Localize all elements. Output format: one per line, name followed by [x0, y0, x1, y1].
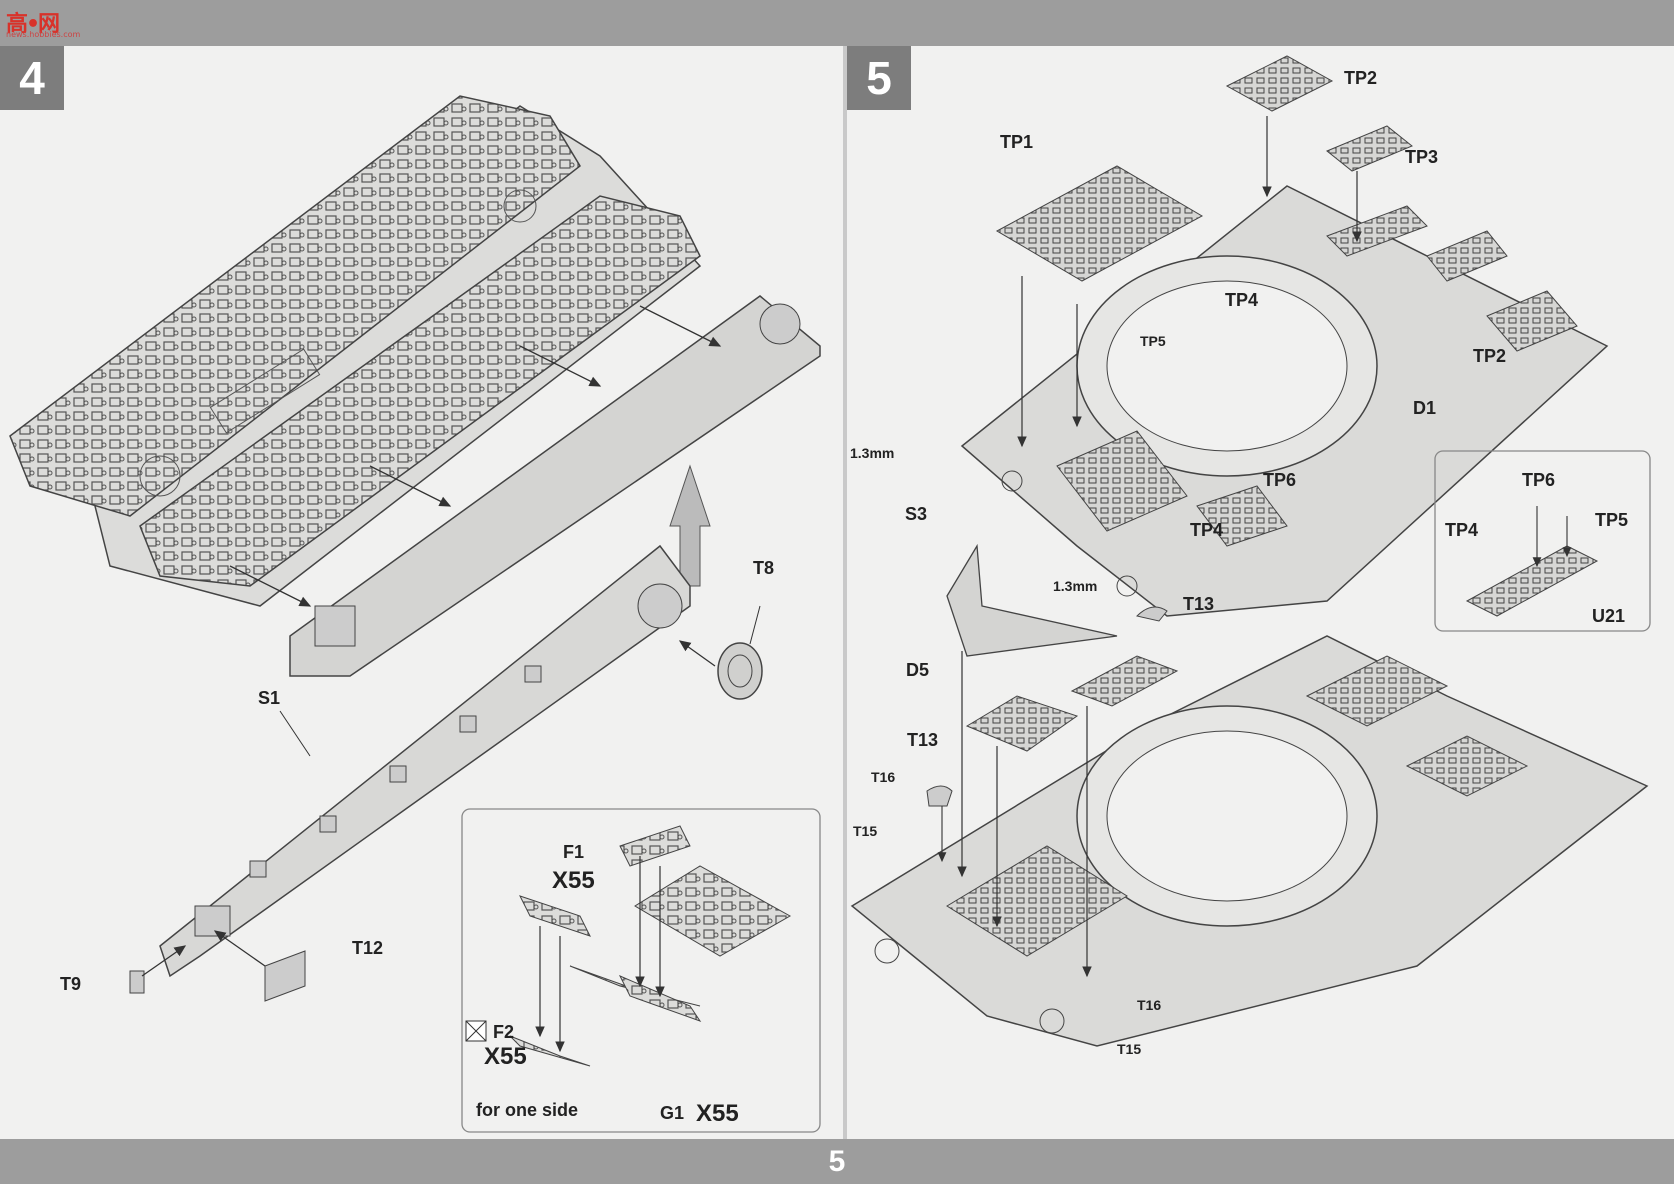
right-track: [139, 195, 701, 587]
label-f2: F2: [493, 1022, 514, 1042]
inset-label-tp6: TP6: [1522, 470, 1555, 490]
step-4-badge: 4: [0, 46, 64, 110]
label-g1-qty: X55: [696, 1100, 739, 1127]
label-t15-bottom: T15: [1117, 1041, 1141, 1057]
step-4-diagram: T8 S1 T12 T9: [9, 95, 821, 1133]
side-plate-s1: [159, 544, 691, 978]
step-5-diagram: TP1 TP2 TP3 TP4 TP5 TP2 D1 1.3mm TP6 TP4…: [850, 55, 1651, 1057]
page-number: 5: [828, 1144, 846, 1178]
label-t9: T9: [60, 974, 81, 994]
part-d5: [965, 695, 1079, 928]
label-t13-left: T13: [907, 730, 938, 750]
label-tp3: TP3: [1405, 147, 1438, 167]
track-link-inset: [461, 808, 821, 1133]
label-f2-qty: X55: [484, 1043, 527, 1070]
inset-note: for one side: [476, 1100, 578, 1120]
label-tp2-right: TP2: [1473, 346, 1506, 366]
photo-etch-tp1: [995, 165, 1204, 448]
label-drill-1: 1.3mm: [850, 445, 894, 461]
label-tp6: TP6: [1263, 470, 1296, 490]
part-t8: [678, 605, 763, 700]
label-d1: D1: [1413, 398, 1436, 418]
pe-inset: [1434, 450, 1651, 632]
part-t13-top: [1136, 606, 1168, 622]
part-s3: [946, 543, 1118, 878]
no-glue-icon: [465, 1020, 487, 1042]
photo-etch-tp2-top: [1225, 55, 1334, 198]
label-t13-top: T13: [1183, 594, 1214, 614]
label-tp5: TP5: [1140, 333, 1166, 349]
photo-etch-tp3: [1326, 125, 1413, 243]
step-5-badge: 5: [847, 46, 911, 110]
part-t12: [213, 930, 306, 1002]
lower-engine-deck: [850, 635, 1649, 1047]
part-t13-left: [926, 785, 953, 863]
part-t9: [129, 945, 187, 994]
label-tp2-top: TP2: [1344, 68, 1377, 88]
hull-assembly: [9, 95, 702, 607]
top-band: 高•网 news.hobbies.com: [0, 0, 1674, 46]
label-t12: T12: [352, 938, 383, 958]
label-f1: F1: [563, 842, 584, 862]
label-s1: S1: [258, 688, 280, 708]
inset-label-u21: U21: [1592, 606, 1625, 626]
label-t16-bottom: T16: [1137, 997, 1161, 1013]
label-t16-left: T16: [871, 769, 895, 785]
label-f1-qty: X55: [552, 867, 595, 894]
label-d5: D5: [906, 660, 929, 680]
step-4-panel: T8 S1 T12 T9: [0, 46, 843, 1139]
label-s3: S3: [905, 504, 927, 524]
site-logo: 高•网 news.hobbies.com: [6, 12, 81, 39]
left-track: [9, 95, 581, 517]
panel-divider: [843, 46, 847, 1139]
label-drill-2: 1.3mm: [1053, 578, 1097, 594]
inset-label-tp5: TP5: [1595, 510, 1628, 530]
step-5-panel: TP1 TP2 TP3 TP4 TP5 TP2 D1 1.3mm TP6 TP4…: [847, 46, 1674, 1139]
upper-side-plate: [229, 295, 821, 677]
label-t15-left: T15: [853, 823, 877, 839]
bottom-band: 5: [0, 1139, 1674, 1184]
part-t13-plate: [1070, 655, 1179, 978]
label-g1: G1: [660, 1103, 684, 1123]
inset-label-tp4: TP4: [1445, 520, 1478, 540]
label-tp4-lower: TP4: [1190, 520, 1223, 540]
label-t8: T8: [753, 558, 774, 578]
label-tp4-upper: TP4: [1225, 290, 1258, 310]
engine-deck-d1: [960, 185, 1609, 617]
label-tp1: TP1: [1000, 132, 1033, 152]
